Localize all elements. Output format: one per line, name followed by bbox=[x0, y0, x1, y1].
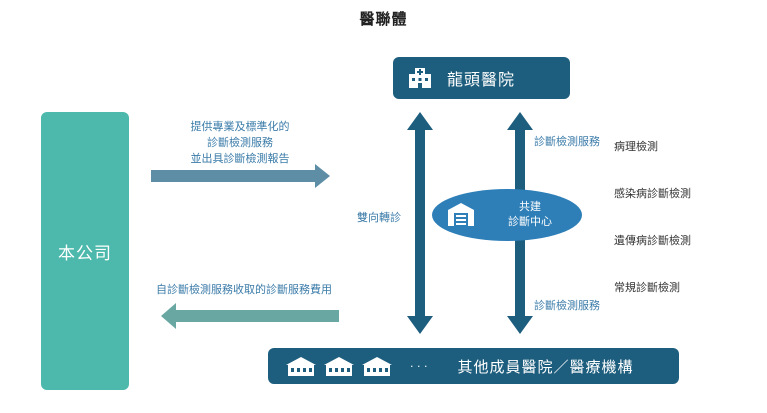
lead-hospital-label: 龍頭醫院 bbox=[447, 70, 516, 89]
service-arrow-label: 提供專業及標準化的 診斷檢測服務 並出具診斷檢測報告 bbox=[150, 119, 330, 167]
fee-arrow bbox=[161, 303, 339, 329]
company-box: 本公司 bbox=[41, 112, 129, 390]
referral-arrow bbox=[407, 112, 433, 334]
service-item: 遺傳病診斷檢測 bbox=[614, 234, 691, 247]
center-line2: 診斷中心 bbox=[508, 215, 552, 228]
diagnosis-bottom-label: 診斷檢測服務 bbox=[534, 299, 600, 312]
fee-arrow-label: 自診斷檢測服務收取的診斷服務費用 bbox=[156, 283, 332, 296]
referral-label: 雙向轉診 bbox=[357, 211, 401, 224]
service-line1: 提供專業及標準化的 bbox=[190, 120, 290, 133]
diagnosis-center: 共建 診斷中心 bbox=[432, 189, 582, 241]
diagnosis-up-arrow bbox=[507, 112, 533, 191]
hospital-icon bbox=[407, 67, 433, 89]
company-label: 本公司 bbox=[58, 243, 112, 264]
warehouse-icon bbox=[448, 202, 474, 230]
service-arrow bbox=[151, 164, 330, 188]
diagnosis-top-label: 診斷檢測服務 bbox=[534, 135, 600, 148]
lead-hospital-box: 龍頭醫院 bbox=[393, 57, 570, 99]
ellipsis: · · · bbox=[410, 359, 428, 373]
service-item: 病理檢測 bbox=[614, 140, 658, 153]
service-line3: 並出具診斷檢測報告 bbox=[190, 152, 290, 165]
diagram-title: 醫聯體 bbox=[359, 10, 408, 28]
member-hospitals-label: 其他成員醫院／醫療機構 bbox=[457, 357, 634, 376]
center-line1: 共建 bbox=[519, 200, 541, 213]
building-icon bbox=[286, 356, 392, 376]
service-item: 常規診斷檢測 bbox=[614, 281, 680, 294]
diagnosis-down-arrow bbox=[507, 240, 533, 334]
member-hospitals-box: · · · 其他成員醫院／醫療機構 bbox=[268, 348, 679, 384]
service-line2: 診斷檢測服務 bbox=[207, 136, 273, 149]
service-item: 感染病診斷檢測 bbox=[614, 187, 691, 200]
